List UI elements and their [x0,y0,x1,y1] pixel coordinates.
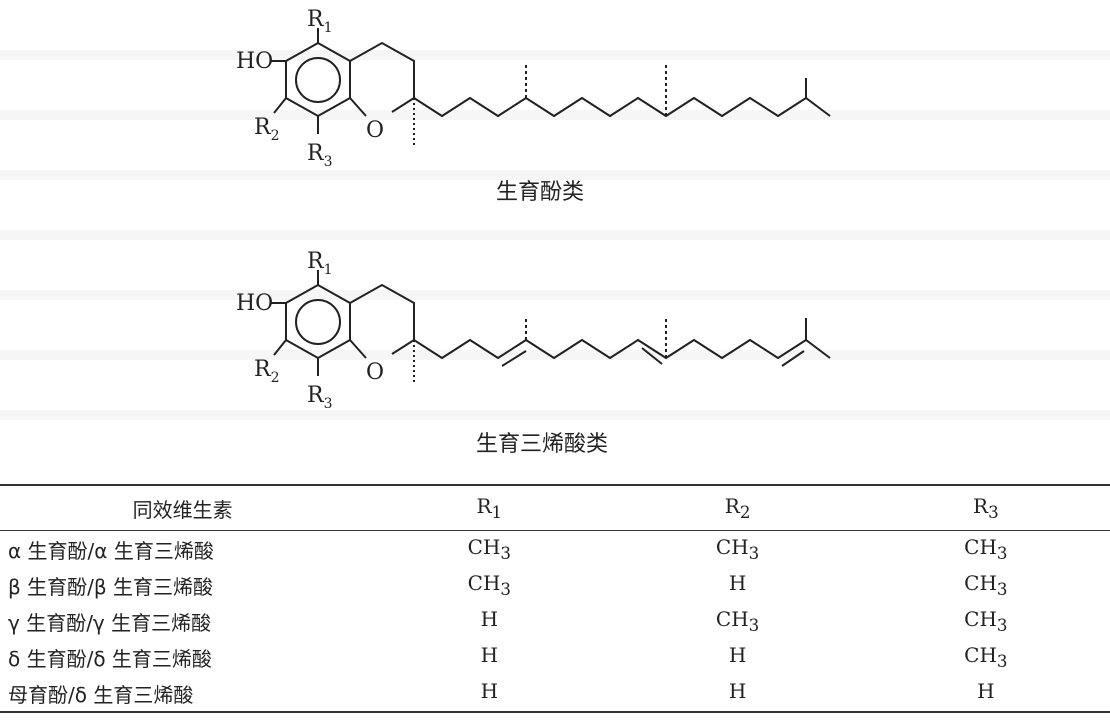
r1-value: H [480,643,499,667]
tocopherol-caption: 生育酚类 [496,180,585,205]
double-bond-2 [641,347,663,365]
r1-value: CH3 [467,535,511,563]
tocopherol-structure [270,28,831,145]
header-r3: R3 [861,484,1110,531]
table-row: 母育酚/δ 生育三烯酸 H H H [0,675,1110,713]
ho-label: HO [236,291,273,316]
r3-value: CH3 [964,643,1008,671]
chemical-structures: HO O R1 R2 R3 HO O R1 R2 R3 [236,7,831,412]
pyran-ring [349,41,415,98]
table-row: α 生育酚/α 生育三烯酸 CH3 CH3 CH3 [0,531,1110,568]
header-r1: R1 [365,484,614,531]
r3-label: R3 [307,383,333,412]
double-bond-1 [501,350,527,367]
phytyl-chain [413,96,831,118]
r2-bond [273,97,287,114]
vitamer-name: β 生育酚/β 生育三烯酸 [8,574,213,599]
r3-value: CH3 [964,607,1008,635]
r2-value: H [613,675,862,713]
table-header-row: 同效维生素 R1 R2 R3 [0,484,1110,531]
r1-label: R1 [307,249,333,278]
tocotrienol-caption: 生育三烯酸类 [476,432,609,457]
header-r2: R2 [613,484,862,531]
r2-label: R2 [254,357,280,386]
vitamer-name: 母育酚/δ 生育三烯酸 [0,675,366,713]
r2-value: CH3 [715,607,760,635]
r1-value: CH3 [467,571,511,599]
tocotrienol-structure [270,270,831,385]
vitamin-e-table: 同效维生素 R1 R2 R3 α 生育酚/α 生育三烯酸 CH3 CH3 CH3… [0,484,1110,713]
vitamer-name: γ 生育酚/γ 生育三烯酸 [8,610,212,635]
r3-value: H [861,675,1110,713]
ring-o-label: O [366,118,384,143]
r1-value: H [480,607,499,631]
table-row: γ 生育酚/γ 生育三烯酸 H CH3 CH3 [0,603,1110,639]
double-bond-3 [781,350,805,367]
aromatic-circle [295,299,341,345]
ring-o-label: O [366,360,384,385]
ho-label: HO [236,49,273,74]
r3-value: CH3 [964,571,1008,599]
r2-value: H [728,643,747,667]
table-row: β 生育酚/β 生育三烯酸 CH3 H CH3 [0,567,1110,603]
header-vitamer: 同效维生素 [0,484,366,531]
r2-value: CH3 [715,535,760,563]
table-row: δ 生育酚/δ 生育三烯酸 H H CH3 [0,639,1110,675]
r3-value: CH3 [964,535,1008,563]
aromatic-circle [295,57,341,103]
vitamer-name: δ 生育酚/δ 生育三烯酸 [8,646,212,671]
trienyl-chain [413,338,831,360]
r1-value: H [365,675,614,713]
r2-label: R2 [254,115,280,144]
pyran-ring [349,283,415,340]
r1-label: R1 [307,7,333,36]
r2-bond [273,339,287,356]
vitamer-name: α 生育酚/α 生育三烯酸 [8,538,214,563]
r2-value: H [728,571,747,595]
r3-label: R3 [307,141,333,170]
